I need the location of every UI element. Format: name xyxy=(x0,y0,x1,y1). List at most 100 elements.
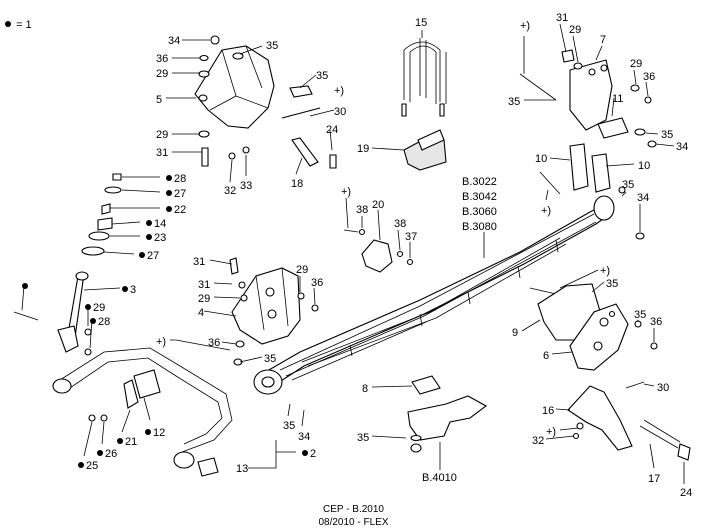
callout-label: 32 xyxy=(532,435,545,447)
callout-label: 29 xyxy=(156,68,169,80)
shackle-10 xyxy=(539,143,645,240)
callout-label: 12 xyxy=(145,427,165,439)
callout-label: 29 xyxy=(198,293,211,305)
leader-lines xyxy=(21,23,685,484)
callout-label: 7 xyxy=(600,34,607,46)
callout-label: B.3060 xyxy=(462,206,497,218)
callout-label: 35 xyxy=(622,179,635,191)
callout-label: 22 xyxy=(166,204,186,216)
callout-label: +) xyxy=(520,20,531,32)
callout-label: 27 xyxy=(166,188,186,200)
callout-label: 35 xyxy=(266,40,279,52)
callout-label: 14 xyxy=(146,218,166,230)
callout-label: 23 xyxy=(146,232,166,244)
callout-label: 10 xyxy=(535,153,548,165)
leaf-spring xyxy=(253,195,615,395)
callout-label: 8 xyxy=(362,383,369,395)
spring-hanger-bracket xyxy=(194,35,337,169)
callout-label: 35 xyxy=(634,309,647,321)
legend-text: = 1 xyxy=(16,19,32,31)
callout-label: B.3042 xyxy=(462,191,497,203)
callout-label: 10 xyxy=(638,160,651,172)
bracket-b4010 xyxy=(407,375,488,453)
callout-label: 29 xyxy=(569,24,582,36)
callout-label: 35 xyxy=(357,432,370,444)
callout-label: 36 xyxy=(643,71,656,83)
callout-label: +) xyxy=(334,85,345,97)
callout-label: 36 xyxy=(156,53,169,65)
callout-label: 20 xyxy=(372,199,385,211)
callout-label: 34 xyxy=(637,192,650,204)
callout-label: 2 xyxy=(302,448,316,460)
bush-stack xyxy=(81,173,122,256)
callout-label: 31 xyxy=(193,256,206,268)
callout-label: 38 xyxy=(394,218,407,230)
footer-line-2: 08/2010 - FLEX xyxy=(318,517,389,528)
callout-label: 28 xyxy=(166,173,186,185)
legend-dot-key: = 1 xyxy=(5,19,32,31)
stabilizer-link xyxy=(13,271,92,356)
callout-label: 36 xyxy=(311,277,324,289)
rear-bracket-20 xyxy=(343,228,414,273)
callout-label: 24 xyxy=(326,124,339,136)
spring-bracket-4 xyxy=(175,257,319,366)
callout-label: 26 xyxy=(97,448,117,460)
callout-label: 17 xyxy=(648,473,661,485)
callout-label: 35 xyxy=(606,278,619,290)
callout-label: 4 xyxy=(198,307,205,319)
callout-label: 9 xyxy=(512,327,519,339)
callout-label: 30 xyxy=(334,106,347,118)
callout-label: 35 xyxy=(661,129,674,141)
callout-label: 16 xyxy=(542,405,555,417)
callout-label: +) xyxy=(546,426,557,438)
callout-label: 31 xyxy=(556,12,569,24)
callout-label xyxy=(22,281,30,293)
callout-label: 34 xyxy=(298,431,311,443)
callout-label: 29 xyxy=(630,58,643,70)
callout-label: +) xyxy=(600,265,611,277)
callout-label: 28 xyxy=(90,316,110,328)
callout-label: 35 xyxy=(264,353,277,365)
callout-label: 30 xyxy=(657,382,670,394)
callout-label: +) xyxy=(156,336,167,348)
callout-label: 37 xyxy=(405,231,418,243)
callout-label: 11 xyxy=(612,93,624,105)
callout-label: 25 xyxy=(78,460,98,472)
callout-label: 36 xyxy=(650,316,663,328)
callout-label: 33 xyxy=(240,180,253,192)
callout-label: 35 xyxy=(316,70,329,82)
anti-roll-bar xyxy=(52,347,233,477)
callout-label: 34 xyxy=(168,35,181,47)
callout-label: +) xyxy=(541,205,552,217)
callout-label: +) xyxy=(341,186,352,198)
shackle-lower xyxy=(567,381,691,461)
bump-stop xyxy=(403,129,447,171)
callout-label: 32 xyxy=(224,185,237,197)
callout-label: 31 xyxy=(156,147,169,159)
callout-label: 21 xyxy=(117,436,137,448)
callout-label: 31 xyxy=(198,279,211,291)
callout-label: 13 xyxy=(236,463,249,475)
callout-label: 18 xyxy=(291,178,304,190)
callout-label: 35 xyxy=(283,420,296,432)
callout-label: 19 xyxy=(357,143,370,155)
u-bolts xyxy=(401,38,447,117)
mounting-plate xyxy=(529,283,658,371)
callout-label: 5 xyxy=(156,94,163,106)
callout-label: 38 xyxy=(356,204,369,216)
callout-label: 3 xyxy=(122,284,136,296)
callout-label: 34 xyxy=(676,141,689,153)
callout-label: B.3080 xyxy=(462,221,497,233)
callout-label: 36 xyxy=(208,337,221,349)
callout-label: 15 xyxy=(415,17,428,29)
shackle-plate-upper xyxy=(519,49,657,148)
callout-label: 29 xyxy=(296,264,309,276)
callout-label: 6 xyxy=(543,350,550,362)
callout-label: 27 xyxy=(139,250,159,262)
callout-label: B.3022 xyxy=(462,176,497,188)
callout-label: 29 xyxy=(156,129,169,141)
footer-line-1: CEP - B.2010 xyxy=(323,504,384,515)
callout-label: 24 xyxy=(680,487,693,499)
callout-label: B.4010 xyxy=(422,472,457,484)
